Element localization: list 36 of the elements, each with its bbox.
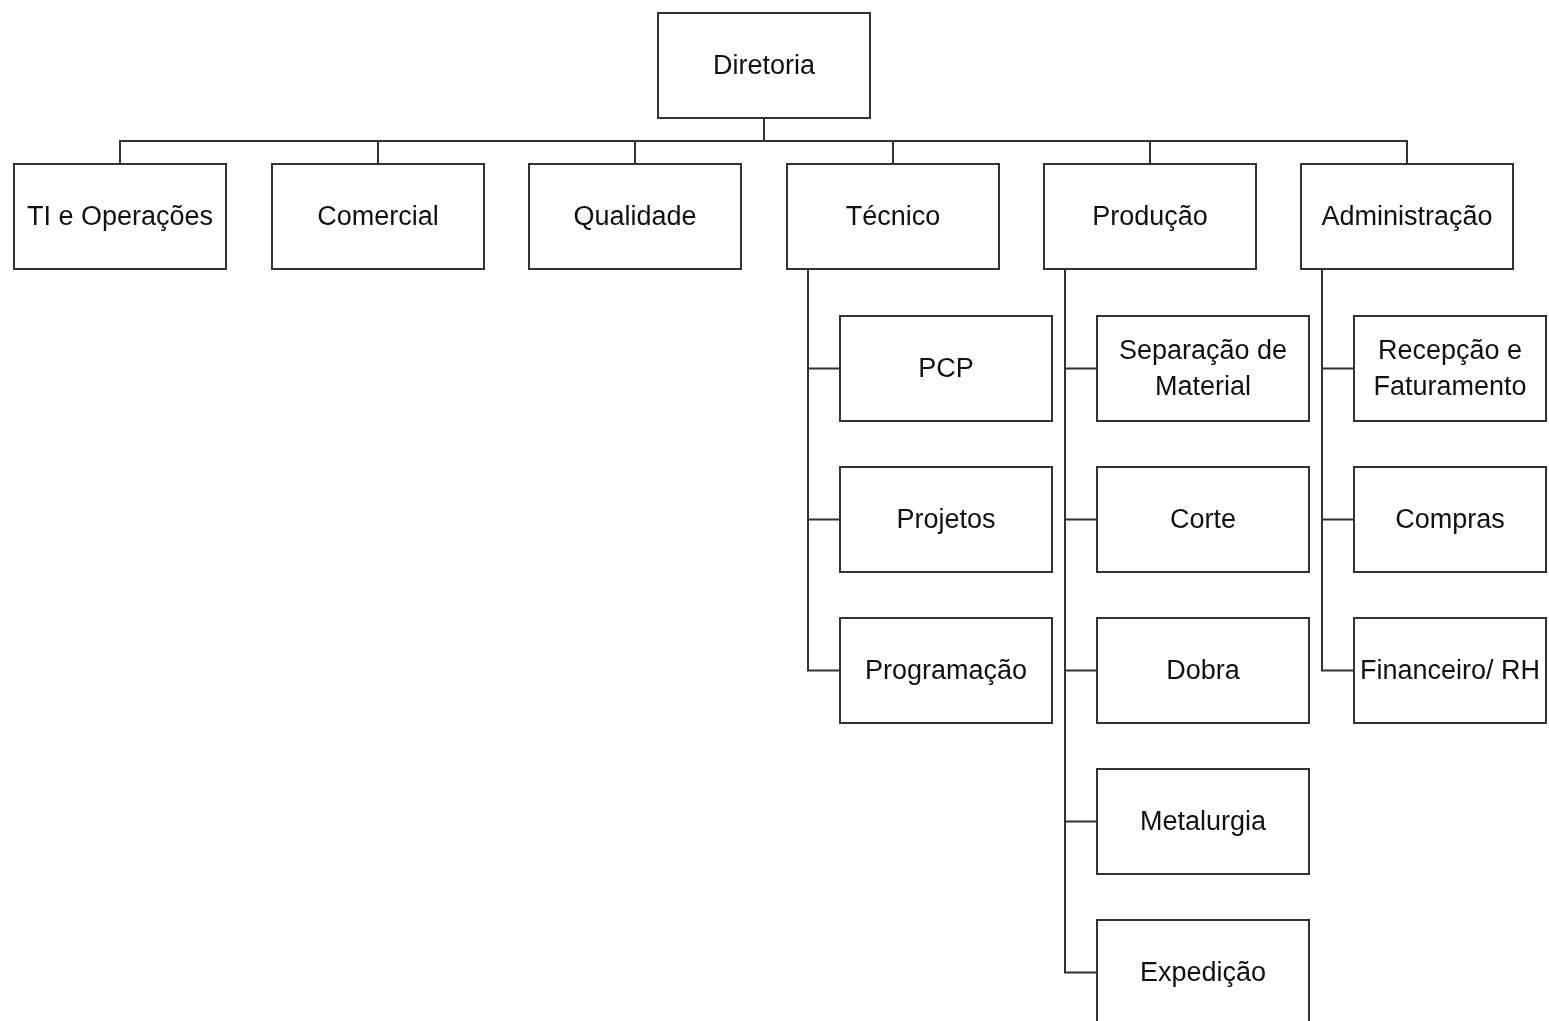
unit-name: Administração	[1321, 199, 1493, 233]
unit-name: Qualidade	[573, 199, 697, 233]
unit-name: Programação	[864, 653, 1028, 687]
unit-name: Comercial	[317, 199, 439, 233]
org-box	[1300, 163, 1514, 270]
org-box	[1096, 617, 1310, 724]
unit-name: Financeiro/ RH	[1359, 653, 1541, 687]
unit-name: Produção	[1092, 199, 1208, 233]
unit-name: Separação de Material	[1117, 334, 1289, 403]
org-box	[1043, 163, 1257, 270]
org-box	[1353, 617, 1547, 724]
org-box	[839, 617, 1053, 724]
unit-name: Recepção e Faturamento	[1372, 334, 1528, 403]
org-box	[271, 163, 485, 270]
org-box	[1353, 315, 1547, 422]
org-box	[528, 163, 742, 270]
unit-name: Metalurgia	[1139, 804, 1267, 838]
unit-name: Projetos	[896, 502, 996, 536]
unit-name: PCP	[918, 351, 974, 385]
org-box	[839, 315, 1053, 422]
unit-name: Dobra	[1166, 653, 1240, 687]
org-box	[657, 12, 871, 119]
org-box	[1096, 466, 1310, 573]
org-box	[1353, 466, 1547, 573]
unit-name: Diretoria	[713, 48, 815, 82]
org-box	[1096, 768, 1310, 875]
org-box	[1096, 919, 1310, 1021]
org-box	[1096, 315, 1310, 422]
org-box	[839, 466, 1053, 573]
unit-name: Corte	[1170, 502, 1236, 536]
unit-name: Compras	[1395, 502, 1505, 536]
org-box	[13, 163, 227, 270]
org-box	[786, 163, 1000, 270]
unit-name: Expedição	[1139, 955, 1267, 989]
unit-name: TI e Operações	[26, 199, 214, 233]
unit-name: Técnico	[845, 199, 941, 233]
